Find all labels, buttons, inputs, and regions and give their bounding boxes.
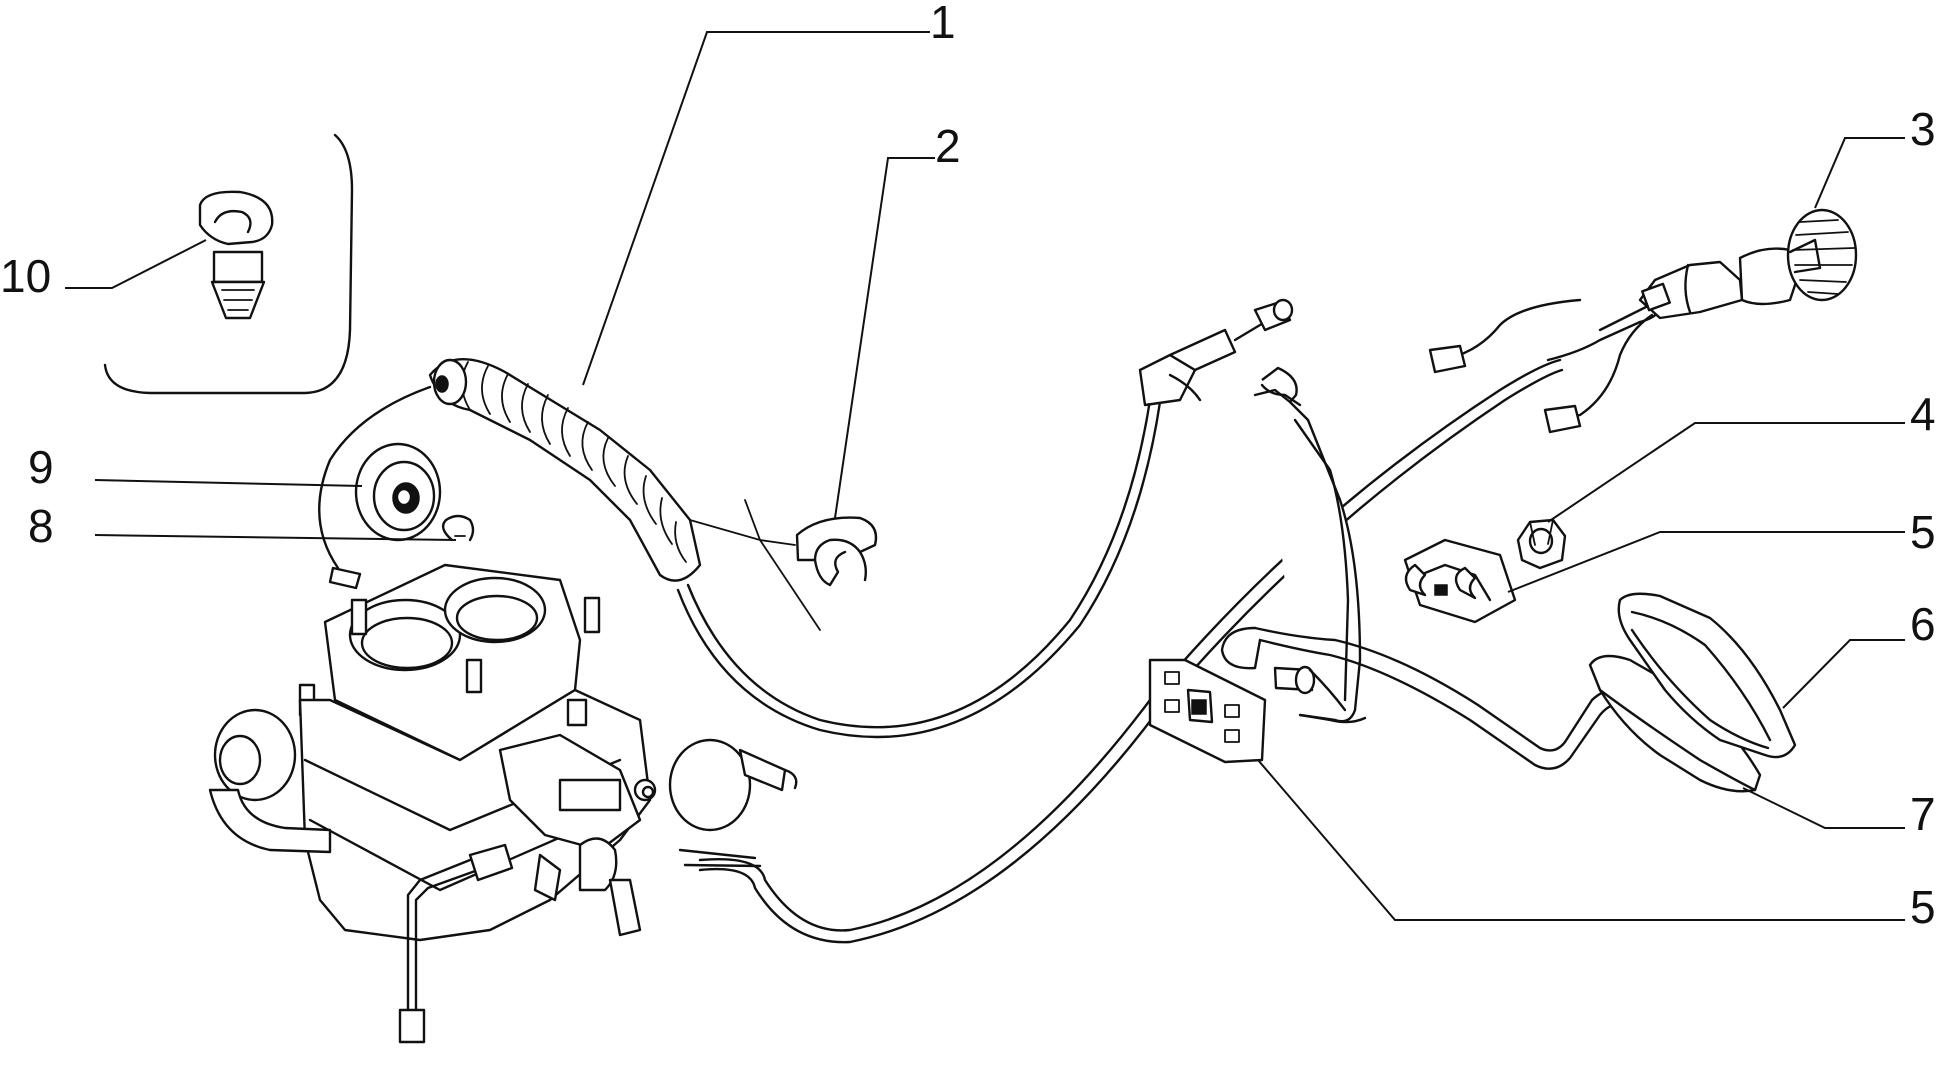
leader-lines: [65, 31, 1905, 921]
callout-labels: 1 2 3 4 5 6 7 5 8 9 10: [0, 0, 1936, 933]
part-8-circlip: [441, 514, 475, 542]
part-4-nut: [1516, 518, 1567, 570]
part-3-kickdown-switch-harness: [1428, 208, 1858, 434]
callout-7: 7: [1910, 788, 1936, 840]
part-9-pulley: [354, 442, 442, 542]
part-5-upper-grommet: [1403, 538, 1517, 624]
cable-bracket-fork: [689, 499, 821, 631]
pedal-lever: [1220, 366, 1632, 770]
part-10-clip-detail: [103, 133, 354, 395]
callout-9: 9: [28, 441, 54, 493]
part-7-pedal: [1588, 654, 1762, 793]
callout-5-upper: 5: [1910, 506, 1936, 558]
part-2-clip: [795, 516, 878, 587]
callout-1: 1: [930, 0, 956, 48]
secondary-cable: [678, 358, 1564, 944]
callout-6: 6: [1910, 598, 1936, 650]
carburettor-assembly: [208, 563, 798, 1044]
callout-2: 2: [935, 120, 961, 172]
cable-loop-left: [318, 385, 432, 590]
callout-3: 3: [1910, 103, 1936, 155]
callout-10: 10: [0, 250, 51, 302]
part-1-throttle-cable: [428, 298, 1294, 739]
callout-4: 4: [1910, 388, 1936, 440]
part-5-lower-grommet: [1148, 658, 1267, 764]
callout-8: 8: [28, 500, 54, 552]
callout-5-lower: 5: [1910, 881, 1936, 933]
part-6-pedal-pad: [1617, 592, 1797, 759]
